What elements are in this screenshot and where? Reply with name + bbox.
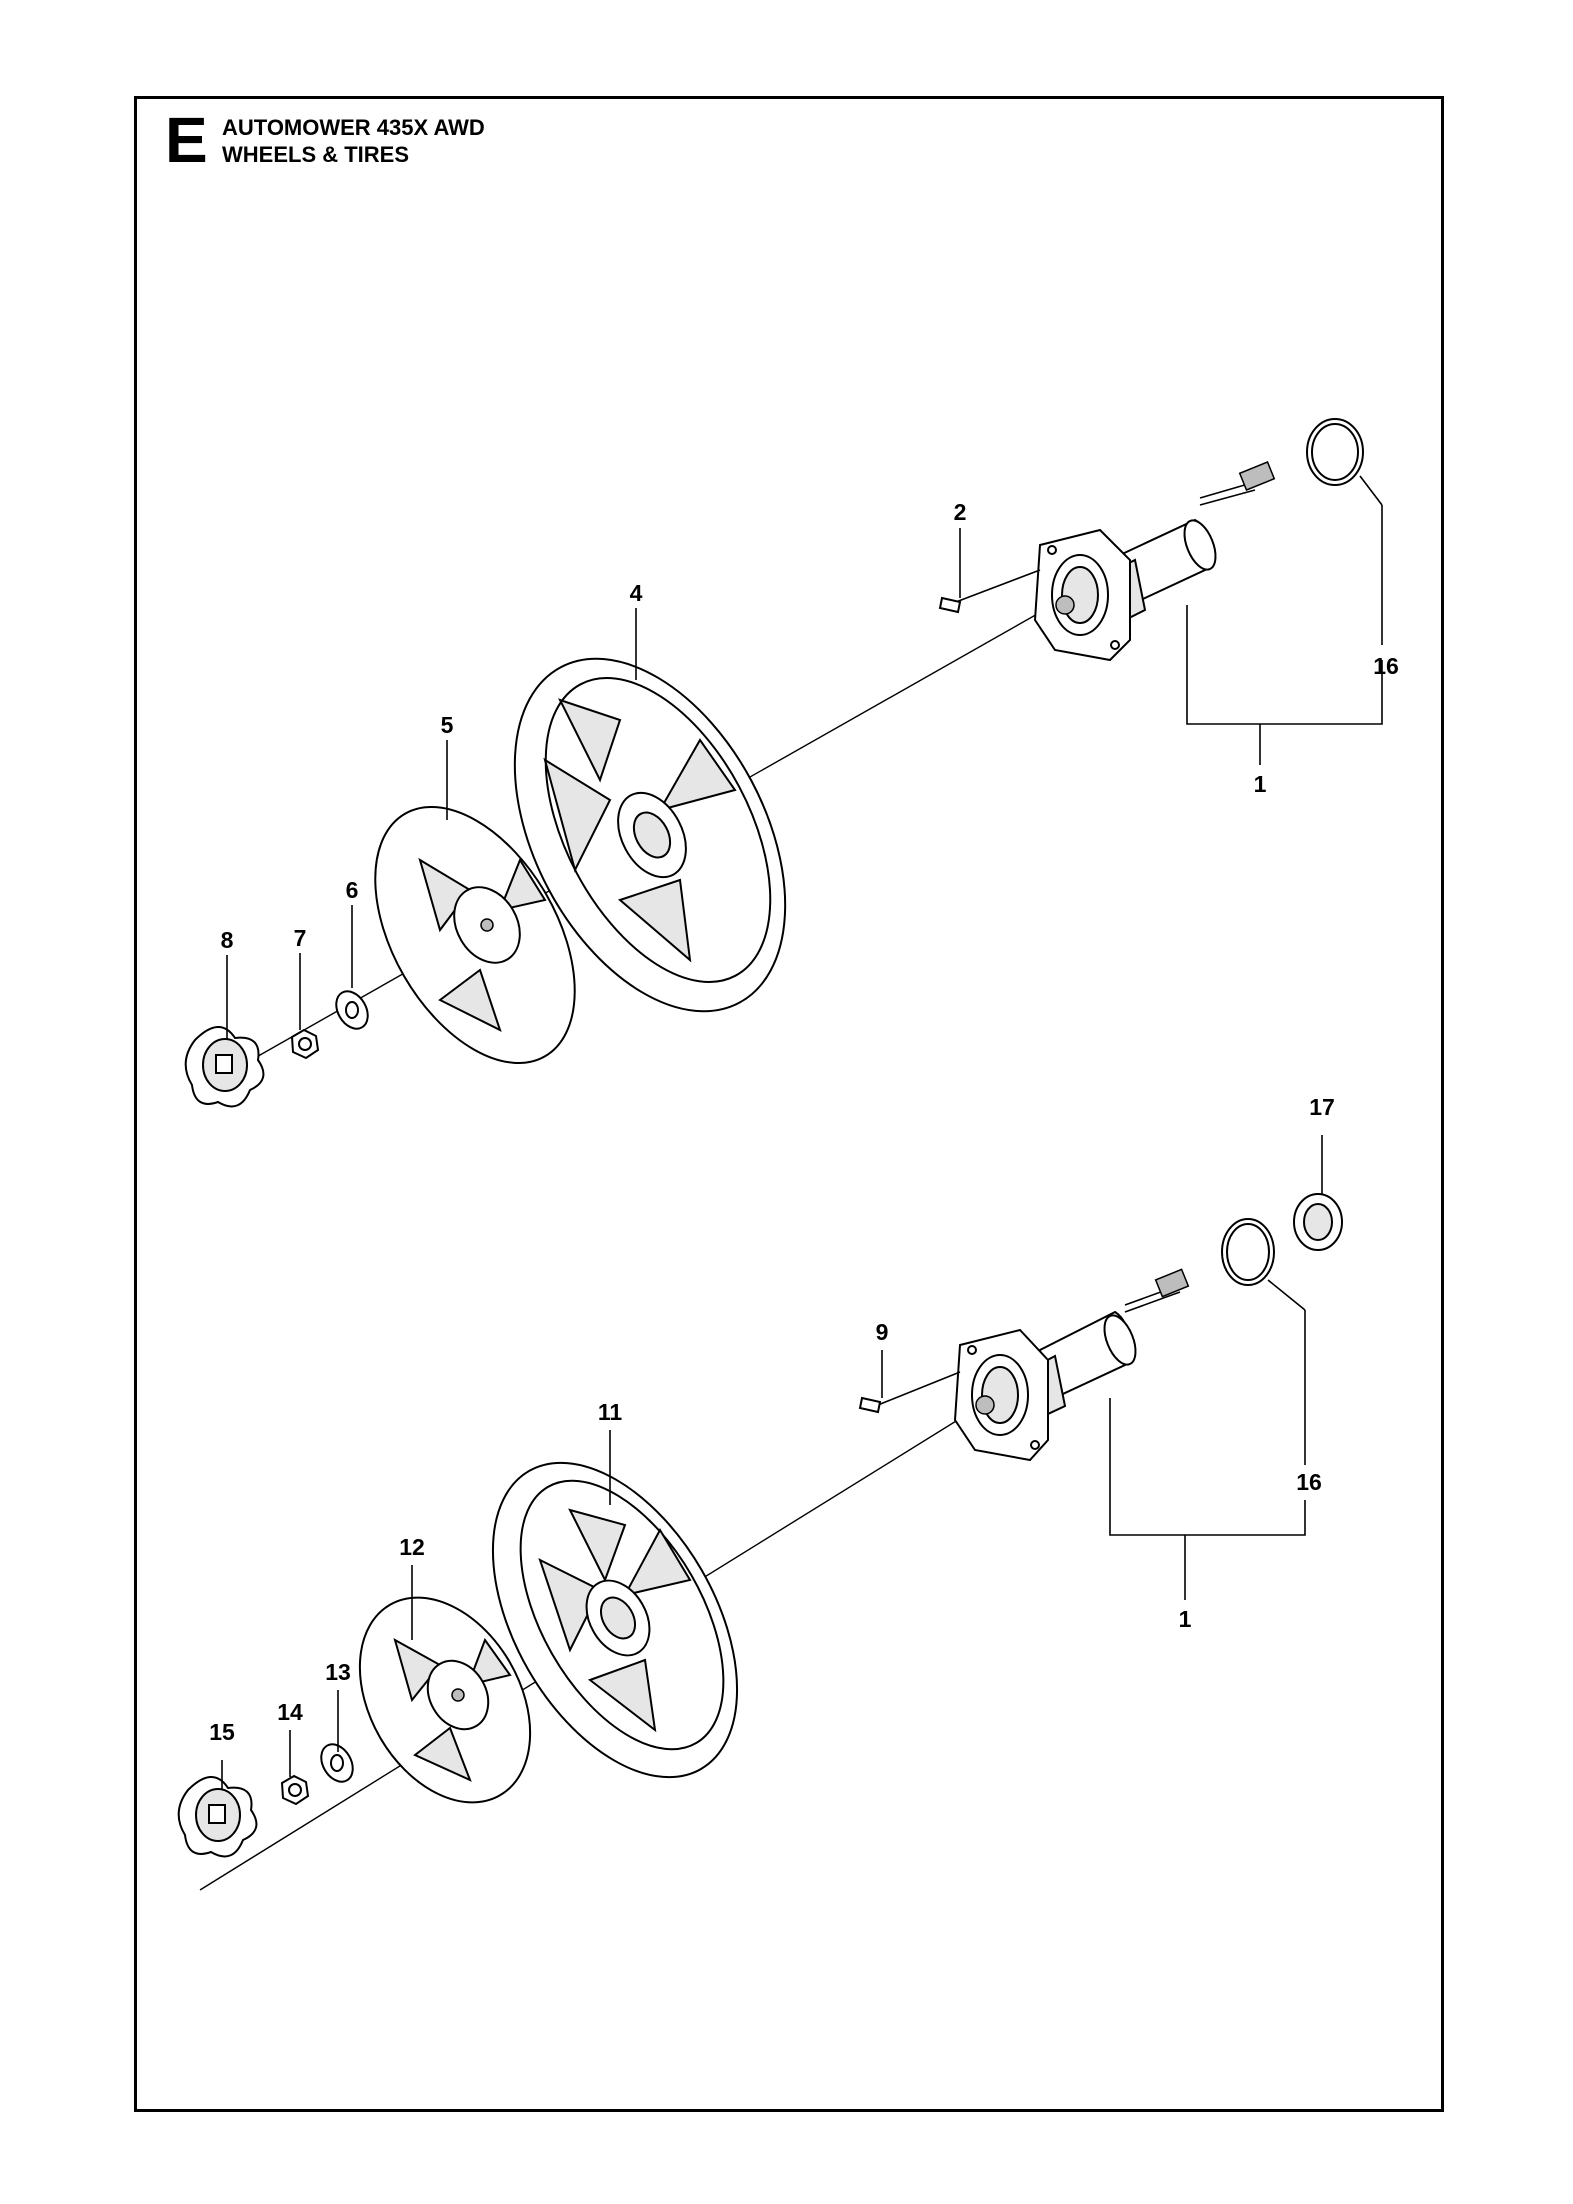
callout-lower-nut: 14 xyxy=(277,1699,303,1725)
callout-upper-motor: 1 xyxy=(1254,771,1267,797)
lower-wheel-knob xyxy=(177,1776,258,1858)
upper-hub-cap xyxy=(374,806,576,1064)
upper-seal-ring xyxy=(1306,418,1364,486)
drawing-frame xyxy=(134,96,1444,2112)
upper-wheel-knob xyxy=(184,1026,265,1108)
lower-seal-ring xyxy=(1221,1218,1275,1286)
callout-upper-wheel-knob: 8 xyxy=(221,927,234,953)
upper-wheel xyxy=(513,657,787,1013)
callout-upper-washer: 6 xyxy=(346,877,359,903)
callout-lower-washer: 13 xyxy=(325,1659,351,1685)
diagram-title: AUTOMOWER 435X AWD xyxy=(222,115,485,140)
lower-assembly: 17 9 11 12 13 14 15 16 1 xyxy=(177,1094,1343,1891)
lower-washer xyxy=(320,1743,354,1783)
callout-lower-motor: 1 xyxy=(1179,1606,1192,1632)
upper-wheel-motor xyxy=(1033,461,1276,662)
upper-assembly: 2 4 5 6 7 8 16 1 xyxy=(184,418,1399,1108)
upper-washer xyxy=(335,990,369,1030)
diagram-subtitle: WHEELS & TIRES xyxy=(222,142,410,167)
callout-upper-wheel: 4 xyxy=(630,580,643,606)
lower-hub-cap xyxy=(358,1596,532,1804)
lower-screw xyxy=(858,1371,961,1414)
upper-nut xyxy=(290,1028,320,1060)
callout-lower-seal-ring: 16 xyxy=(1296,1469,1322,1495)
callout-upper-hub-cap: 5 xyxy=(441,712,454,738)
callout-lower-screw: 9 xyxy=(876,1319,889,1345)
callout-lower-hub-cap: 12 xyxy=(399,1534,425,1560)
lower-wheel xyxy=(491,1461,739,1779)
callout-upper-seal-ring: 16 xyxy=(1373,653,1399,679)
lower-nut xyxy=(280,1774,310,1806)
callout-lower-bushing: 17 xyxy=(1309,1094,1335,1120)
callout-lower-wheel-knob: 15 xyxy=(209,1719,235,1745)
callout-upper-nut: 7 xyxy=(294,925,307,951)
lower-wheel-motor xyxy=(953,1268,1190,1462)
upper-screw xyxy=(938,569,1041,614)
section-letter: E xyxy=(165,104,208,176)
callout-lower-wheel: 11 xyxy=(598,1399,623,1425)
callout-upper-screw: 2 xyxy=(954,499,967,525)
lower-bushing xyxy=(1293,1193,1343,1251)
